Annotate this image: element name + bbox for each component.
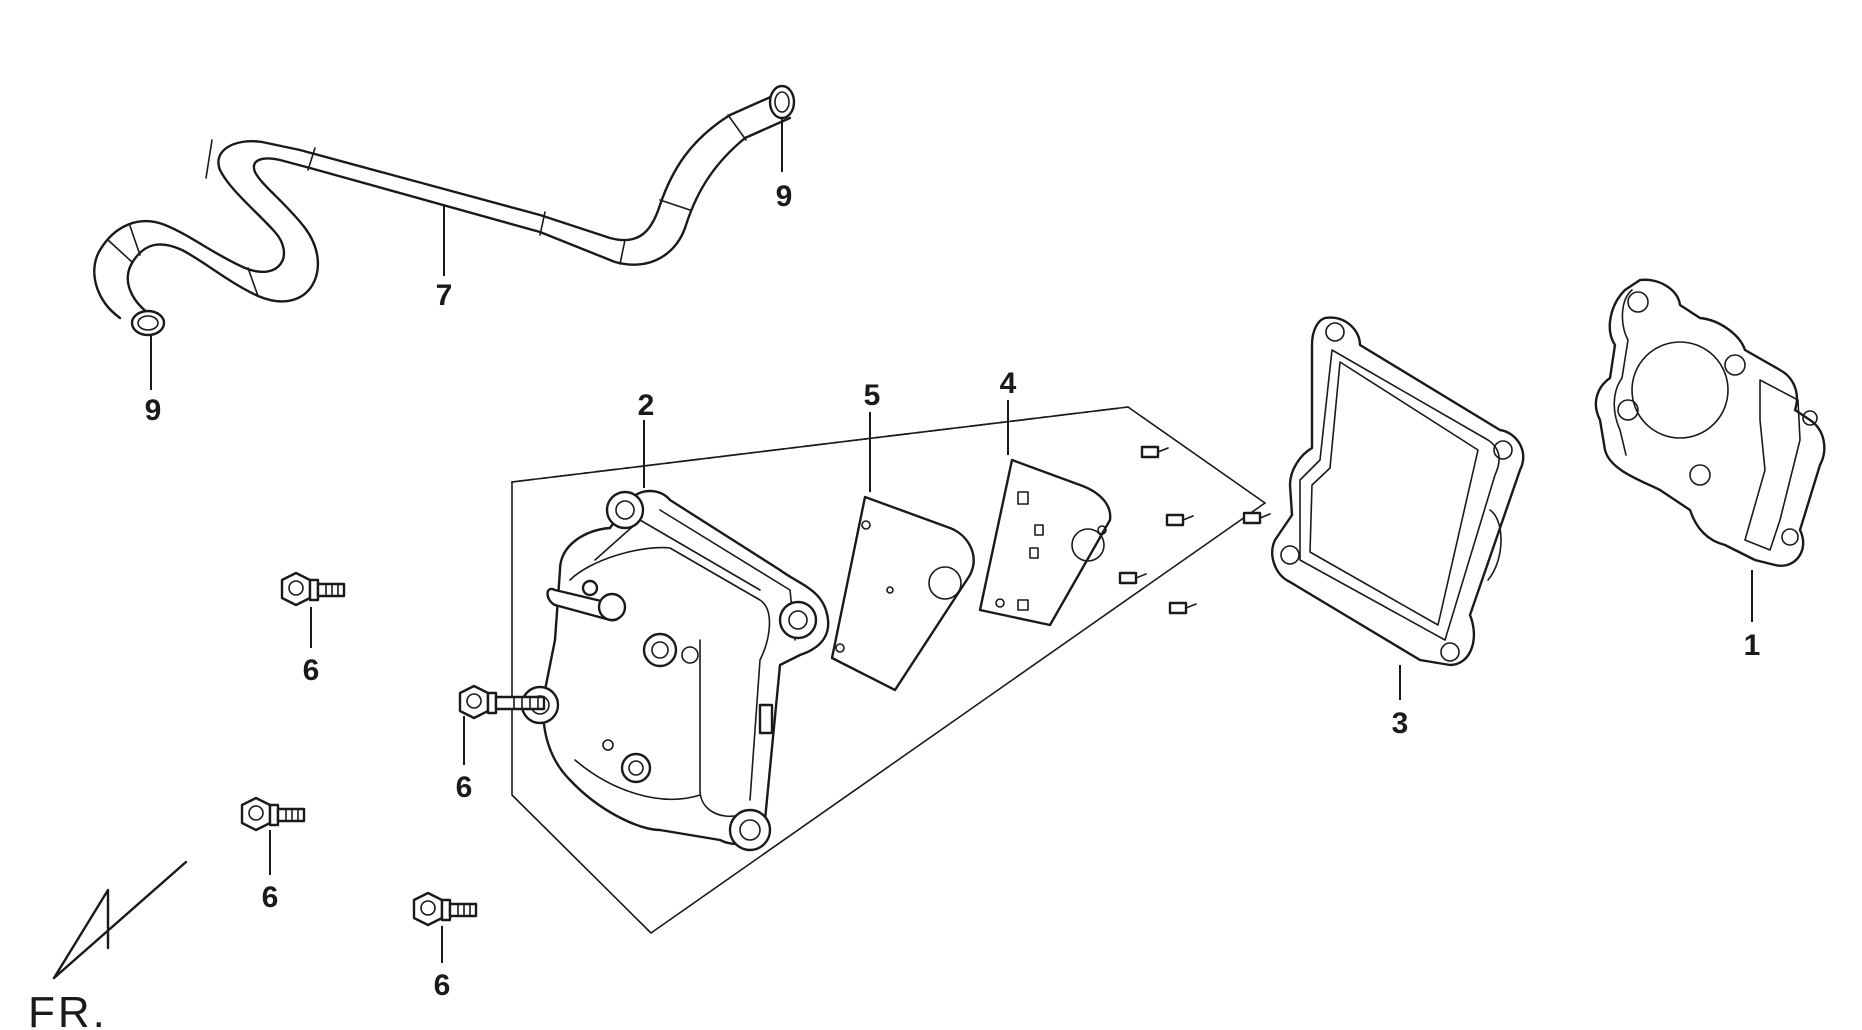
separator-plate: [830, 495, 975, 692]
valve-plate: [978, 458, 1112, 627]
front-direction-label: FR.: [28, 988, 108, 1030]
callout-9a: 9: [145, 394, 162, 427]
hose-clamp-lower: [130, 309, 166, 337]
callout-9b: 9: [776, 180, 793, 213]
callout-1: 1: [1744, 629, 1761, 662]
assembly-outline: [511, 406, 1266, 934]
leader-lines: [150, 118, 1753, 963]
cover-gasket: [1271, 316, 1525, 667]
head-gasket: [1594, 278, 1826, 567]
bolt-6-d: [412, 891, 478, 927]
breather-hose: [93, 93, 792, 320]
callout-6d: 6: [434, 969, 451, 1002]
callout-4: 4: [1000, 367, 1017, 400]
front-arrow-icon: [52, 860, 188, 980]
callout-6b: 6: [456, 771, 473, 804]
callout-3: 3: [1392, 707, 1409, 740]
callout-6c: 6: [262, 881, 279, 914]
bolt-6-a: [280, 571, 346, 607]
stud-bolts: [1118, 445, 1271, 615]
callout-6a: 6: [303, 654, 320, 687]
callout-labels: 1 2 3 4 5 6 6 6 6 7 9 9: [145, 180, 1761, 1002]
bolt-6-c: [240, 796, 306, 832]
bolt-6-b: [458, 684, 546, 720]
callout-2: 2: [638, 389, 655, 422]
callout-5: 5: [864, 379, 881, 412]
cylinder-head-cover: [520, 489, 830, 852]
hose-clamp-upper: [768, 84, 796, 120]
callout-7: 7: [436, 279, 453, 312]
